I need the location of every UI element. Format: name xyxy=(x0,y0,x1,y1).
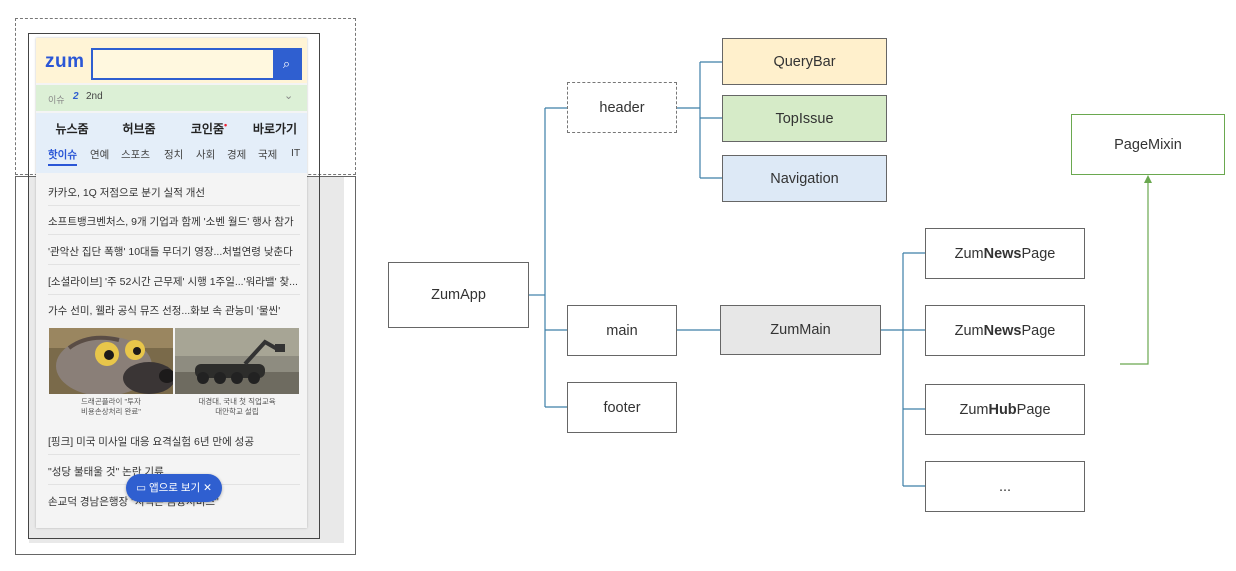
robot-vehicle-image xyxy=(175,328,299,394)
news-item[interactable]: [소셜라이브] '주 52시간 근무제' 시행 1주일...'워라밸' 찾... xyxy=(48,276,298,288)
mobile-page: zum ⌕ 이슈 2 2nd ⌄ 뉴스줌 허브줌 코인줌• 바로가기 xyxy=(36,38,307,528)
topissue-area[interactable]: 이슈 2 2nd ⌄ xyxy=(36,85,307,111)
navigation-box: Navigation xyxy=(722,155,887,202)
tab-shortcuts[interactable]: 바로가기 xyxy=(246,120,304,137)
footer-box: footer xyxy=(567,382,677,433)
caption-line: 대경대, 국내 첫 직업교육 xyxy=(198,397,276,406)
querybar-box: QueryBar xyxy=(722,38,887,85)
label-bold: News xyxy=(983,322,1022,339)
news-item[interactable]: [핑크] 미국 미사일 대응 요격실험 6년 만에 성공 xyxy=(48,436,254,448)
divider xyxy=(48,294,300,295)
divider xyxy=(48,264,300,265)
zumnewspage-box: ZumNewsPage xyxy=(925,228,1085,279)
news-item[interactable]: 가수 선미, 웰라 공식 뮤즈 선정...화보 속 관능미 '물씬' xyxy=(48,305,281,317)
box-label: ZumApp xyxy=(431,287,486,303)
header-box: header xyxy=(567,82,677,133)
thumbnail-caption: 대경대, 국내 첫 직업교육 대안학교 설립 xyxy=(175,397,299,417)
box-label: ZumHubPage xyxy=(959,402,1050,418)
label-suffix: Page xyxy=(1016,401,1051,418)
main-tab-bar: 뉴스줌 허브줌 코인줌• 바로가기 xyxy=(36,117,307,137)
tab-label: 코인줌 xyxy=(190,122,224,136)
search-icon: ⌕ xyxy=(282,56,291,71)
subtab-hotissue[interactable]: 핫이슈 xyxy=(48,147,77,166)
label-suffix: Page xyxy=(1021,322,1056,339)
box-label: ZumNewsPage xyxy=(955,246,1056,262)
issue-text: 2nd xyxy=(86,91,103,102)
box-label: QueryBar xyxy=(773,53,836,70)
issue-rank: 2 xyxy=(73,91,79,102)
zum-logo[interactable]: zum xyxy=(45,51,85,72)
hyena-image xyxy=(49,328,173,394)
subtab-politics[interactable]: 정치 xyxy=(164,149,184,161)
box-label: ... xyxy=(999,479,1011,495)
caption-line: 드래곤플라이 "투자 xyxy=(81,397,141,406)
open-in-app-button[interactable]: ▭ 앱으로 보기 ✕ xyxy=(126,474,222,502)
label-suffix: Page xyxy=(1021,245,1056,262)
tab-hubzum[interactable]: 허브줌 xyxy=(113,120,165,137)
box-label: footer xyxy=(603,399,641,416)
news-item[interactable]: '관악산 집단 폭행' 10대들 무더기 영장...처벌연령 낮춘다 xyxy=(48,246,293,258)
box-label: header xyxy=(599,99,645,116)
label-prefix: Zum xyxy=(954,322,984,339)
label-prefix: Zum xyxy=(959,401,989,418)
tab-label: 허브줌 xyxy=(122,122,156,136)
tab-newszum[interactable]: 뉴스줌 xyxy=(46,120,98,137)
news-item[interactable]: 카카오, 1Q 저점으로 분기 실적 개선 xyxy=(48,187,206,199)
box-label: Navigation xyxy=(770,170,839,187)
subtab-world[interactable]: 국제 xyxy=(258,149,278,161)
subtab-sports[interactable]: 스포츠 xyxy=(121,149,150,161)
topissue-box: TopIssue xyxy=(722,95,887,142)
box-label: ZumMain xyxy=(770,322,831,338)
querybar-area: zum ⌕ xyxy=(36,38,307,83)
label-prefix: Zum xyxy=(954,245,984,262)
label-bold: Hub xyxy=(988,401,1017,418)
search-button[interactable]: ⌕ xyxy=(273,50,300,78)
thumbnail-card[interactable]: 대경대, 국내 첫 직업교육 대안학교 설립 xyxy=(175,328,299,423)
thumbnail-card[interactable]: 드래곤플라이 "투자 비용손상처리 완료" xyxy=(49,328,173,423)
label-prefix: ... xyxy=(998,478,1012,495)
news-item[interactable]: 소프트뱅크벤처스, 9개 기업과 함께 '소벤 월드' 행사 참가 xyxy=(48,216,294,228)
new-dot: • xyxy=(223,120,228,130)
box-label: ZumNewsPage xyxy=(955,323,1056,339)
zumnewspage-box: ZumNewsPage xyxy=(925,305,1085,356)
subtab-society[interactable]: 사회 xyxy=(196,149,216,161)
pagemixin-box: PageMixin xyxy=(1071,114,1225,175)
thumbnail-caption: 드래곤플라이 "투자 비용손상처리 완료" xyxy=(49,397,173,417)
search-input[interactable]: ⌕ xyxy=(91,48,302,80)
box-label: TopIssue xyxy=(775,110,834,127)
navigation-area: 뉴스줌 허브줌 코인줌• 바로가기 핫이슈 연예 스포츠 정치 사회 경제 국제… xyxy=(36,113,307,173)
divider xyxy=(48,234,300,235)
caption-line: 비용손상처리 완료" xyxy=(81,407,141,416)
box-label: main xyxy=(606,322,638,339)
more-pages-box: ... xyxy=(925,461,1085,512)
subtab-it[interactable]: IT xyxy=(291,147,301,159)
tab-label: 뉴스줌 xyxy=(55,122,89,136)
subtab-entertainment[interactable]: 연예 xyxy=(90,149,110,161)
zumapp-box: ZumApp xyxy=(388,262,529,328)
sub-tab-bar: 핫이슈 연예 스포츠 정치 사회 경제 국제 IT xyxy=(36,147,307,167)
tab-coinzum[interactable]: 코인줌• xyxy=(181,120,237,137)
zumhubpage-box: ZumHubPage xyxy=(925,384,1085,435)
caption-line: 대안학교 설립 xyxy=(215,407,259,416)
box-label: PageMixin xyxy=(1114,136,1182,153)
zummain-box: ZumMain xyxy=(720,305,881,355)
tab-label: 바로가기 xyxy=(252,122,298,136)
chevron-down-icon[interactable]: ⌄ xyxy=(284,90,294,102)
main-box: main xyxy=(567,305,677,356)
subtab-economy[interactable]: 경제 xyxy=(227,149,247,161)
phone-outline xyxy=(28,33,320,539)
divider xyxy=(48,454,300,455)
issue-label: 이슈 xyxy=(48,95,65,105)
label-bold: News xyxy=(983,245,1022,262)
divider xyxy=(48,205,300,206)
